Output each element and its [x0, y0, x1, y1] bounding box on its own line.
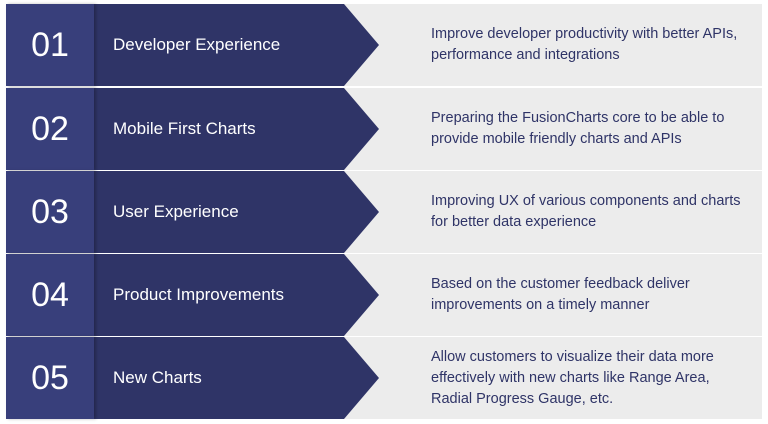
roadmap-item: 03 User Experience Improving UX of vario…: [6, 171, 762, 253]
item-number: 04: [6, 254, 94, 336]
item-title: Product Improvements: [113, 285, 285, 304]
arrow-band: [94, 337, 379, 419]
roadmap-item: 04 Product Improvements Based on the cus…: [6, 254, 762, 336]
roadmap-item: 02 Mobile First Charts Preparing the Fus…: [6, 88, 762, 170]
item-title: Mobile First Charts: [113, 119, 256, 138]
arrow-band: [94, 171, 379, 253]
item-number: 02: [6, 88, 94, 170]
item-number: 05: [6, 337, 94, 419]
arrow-band: [94, 4, 379, 86]
item-description: Allow customers to visualize their data …: [431, 348, 714, 407]
item-title: User Experience: [113, 202, 239, 221]
item-title: New Charts: [113, 368, 202, 387]
arrow-band: [94, 254, 379, 336]
item-title: Developer Experience: [113, 35, 281, 54]
item-number: 01: [6, 4, 94, 86]
item-description: Based on the customer feedback deliver i…: [431, 276, 690, 313]
arrow-band: [94, 88, 379, 170]
item-description: Preparing the FusionCharts core to be ab…: [431, 110, 725, 147]
item-description: Improve developer productivity with bett…: [431, 26, 738, 63]
roadmap-item: 05 New Charts Allow customers to visuali…: [6, 337, 762, 419]
item-number: 03: [6, 171, 94, 253]
roadmap-item: 01 Developer Experience Improve develope…: [6, 4, 762, 86]
item-description: Improving UX of various components and c…: [431, 193, 741, 230]
